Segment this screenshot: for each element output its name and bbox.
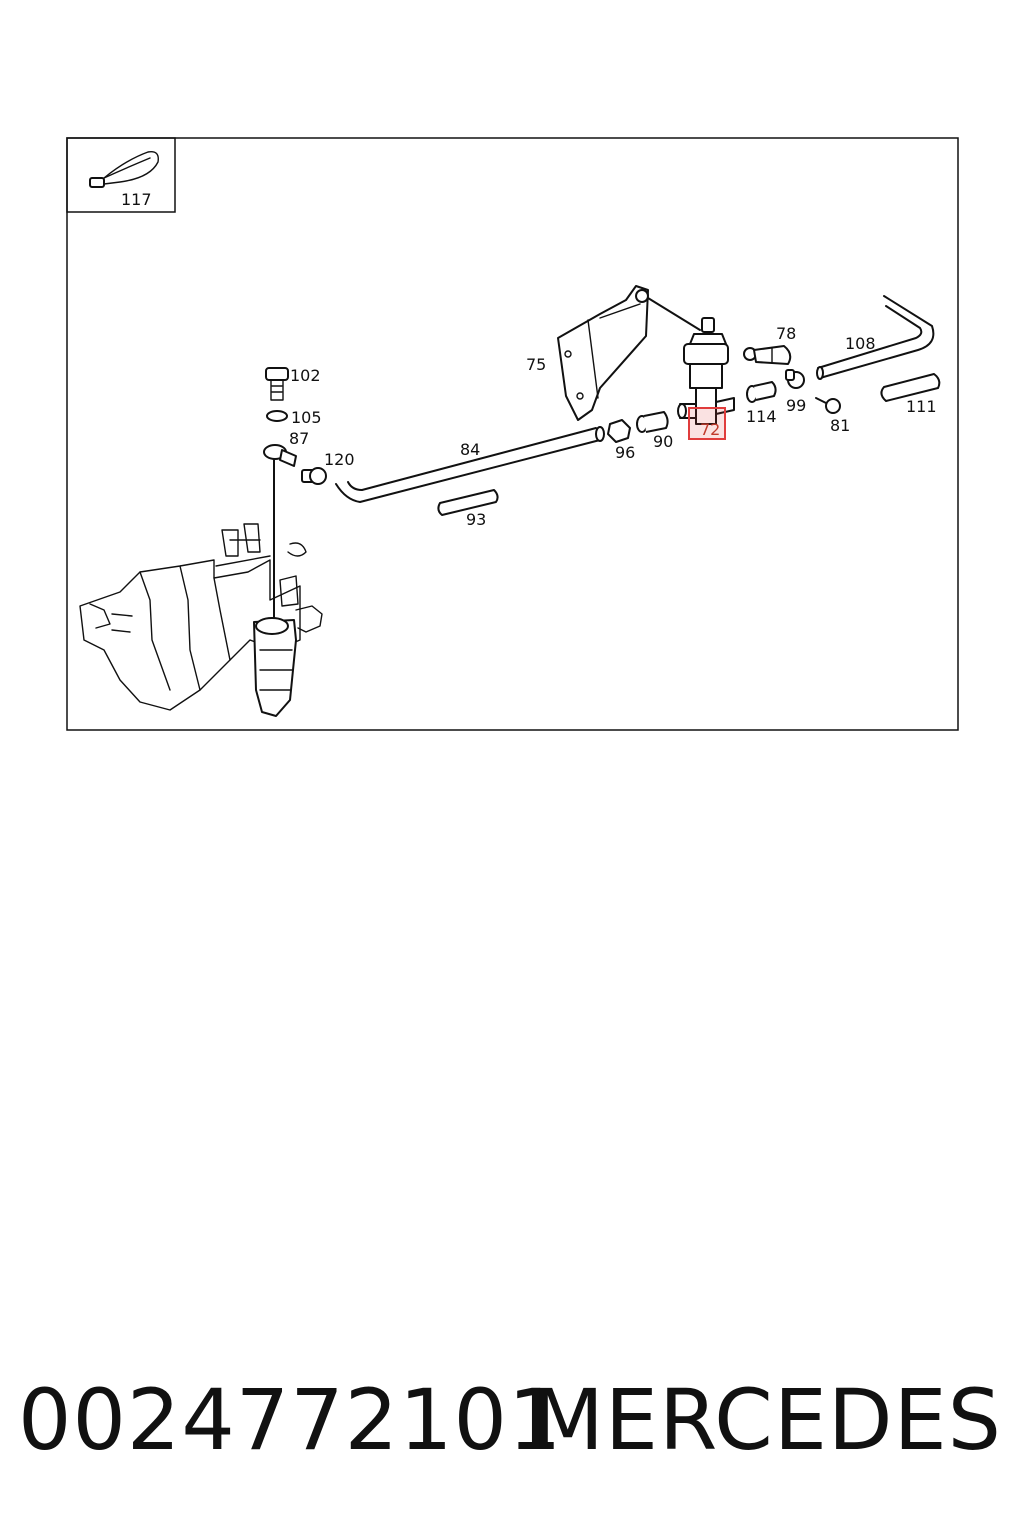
callout-84: 84 [460, 440, 480, 459]
callout-75: 75 [526, 355, 546, 374]
callout-90: 90 [653, 432, 673, 451]
callout-111: 111 [906, 397, 937, 416]
diagram-frame [66, 137, 959, 731]
footer: 0024772101 MERCEDES [0, 1365, 1024, 1475]
brand-name: MERCEDES [531, 1371, 1002, 1469]
hose-108[interactable] [816, 295, 935, 380]
hose-93[interactable] [437, 489, 499, 516]
hose-clamp-99[interactable] [785, 369, 805, 389]
callout-105: 105 [291, 408, 322, 427]
connector-114[interactable] [746, 381, 777, 403]
screw-81[interactable] [815, 397, 841, 414]
cable-tie-icon [89, 151, 159, 188]
hose-clip-120[interactable] [301, 467, 327, 485]
callout-87: 87 [289, 429, 309, 448]
injection-pump-assembly [79, 523, 323, 717]
callout-120: 120 [324, 450, 355, 469]
callout-96: 96 [615, 443, 635, 462]
callout-72: 72 [700, 420, 720, 439]
clamp-78[interactable] [743, 345, 792, 365]
hose-111[interactable] [880, 373, 941, 402]
sealing-ring-105[interactable] [266, 410, 288, 422]
callout-102: 102 [290, 366, 321, 385]
callout-93: 93 [466, 510, 486, 529]
temperature-switch-72[interactable] [677, 317, 735, 425]
banjo-bolt-102[interactable] [265, 367, 289, 401]
parts-diagram: 117 102 105 87 120 84 93 [66, 137, 959, 731]
inset-117[interactable]: 117 [66, 137, 176, 213]
callout-114: 114 [746, 407, 777, 426]
callout-99: 99 [786, 396, 806, 415]
nut-96[interactable] [607, 419, 631, 443]
callout-117: 117 [121, 190, 152, 209]
callout-81: 81 [830, 416, 850, 435]
hose-84[interactable] [335, 426, 605, 503]
callout-78: 78 [776, 324, 796, 343]
bracket-75[interactable] [557, 285, 701, 421]
callout-108: 108 [845, 334, 876, 353]
sleeve-90[interactable] [636, 411, 669, 433]
highlight-box-72 [688, 407, 726, 440]
part-number: 0024772101 [18, 1371, 563, 1469]
